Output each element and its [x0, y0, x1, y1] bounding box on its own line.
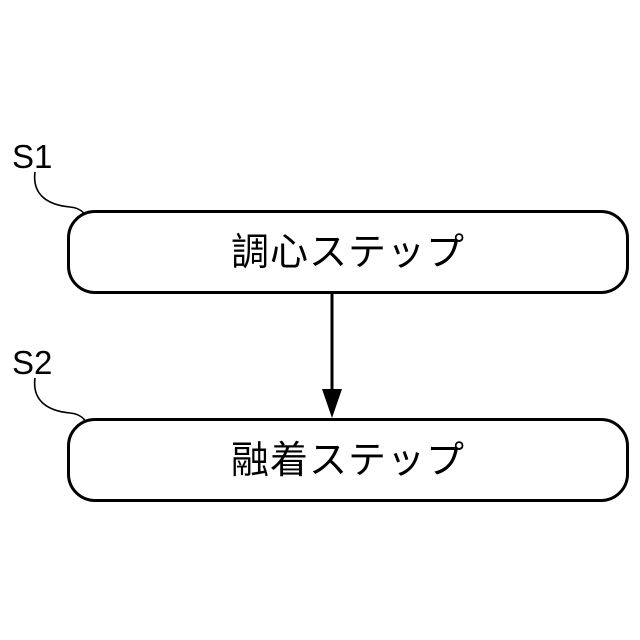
step-label-fusion: 融着ステップ	[231, 441, 465, 479]
step-box-alignment: 調心ステップ	[67, 210, 629, 294]
step-ref-s2: S2	[12, 346, 52, 379]
step-box-fusion: 融着ステップ	[67, 418, 629, 502]
flow-arrow-head	[322, 389, 342, 418]
step-ref-s1: S1	[12, 140, 52, 173]
step-label-alignment: 調心ステップ	[231, 233, 465, 271]
